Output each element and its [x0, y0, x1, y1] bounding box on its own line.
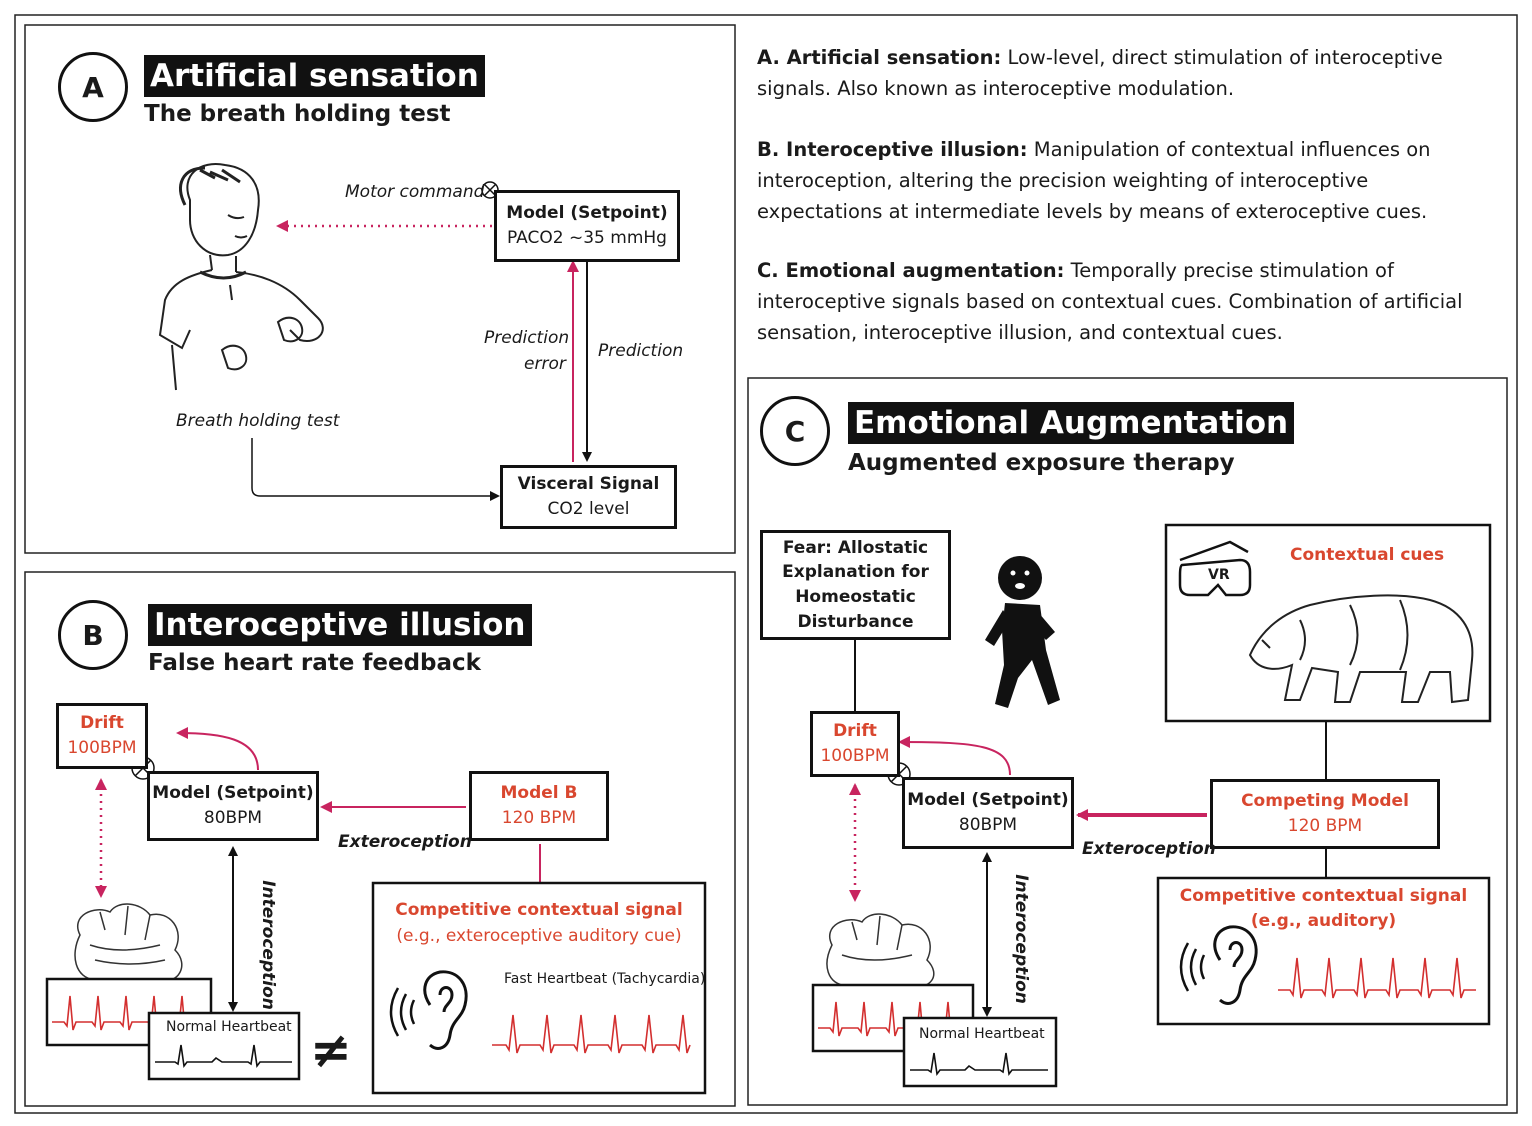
- ecg-trace-tachy-c: [1278, 957, 1476, 999]
- competing-title: Competing Model: [1241, 791, 1409, 812]
- panel-c-subtitle: Augmented exposure therapy: [848, 450, 1235, 476]
- breath-holding-arrow: [251, 438, 500, 501]
- panel-c-frame: [747, 377, 1508, 1106]
- bear-sketch-illustration: [1248, 594, 1474, 704]
- panel-b-letter: B: [58, 600, 128, 670]
- competitive-title-c: Competitive contextual signal: [1179, 886, 1468, 906]
- normal-heartbeat-label-b: Normal Heartbeat: [166, 1019, 292, 1035]
- not-equal-sign: ≠: [310, 1021, 352, 1079]
- model-value-c: 80BPM: [958, 815, 1018, 835]
- description-c-label: C. Emotional augmentation:: [757, 259, 1065, 282]
- motor-command-label: Motor command: [345, 182, 485, 202]
- model-b-title: Model B: [500, 783, 578, 804]
- panel-a-title: Artificial sensation: [144, 55, 485, 97]
- drift-box-c: Drift 100BPM: [810, 711, 900, 777]
- ear-icon-b: [423, 970, 468, 1050]
- panel-b-subtitle: False heart rate feedback: [148, 650, 481, 676]
- description-a-text: Low-level, direct stimulation of interoc…: [757, 46, 1443, 100]
- scared-face: [1010, 570, 1030, 589]
- drift-title-b: Drift: [80, 713, 124, 734]
- boy-sketch-illustration: [158, 163, 324, 391]
- panel-a-frame: [24, 24, 736, 554]
- fear-line-2: Explanation for: [782, 562, 929, 583]
- breath-holding-test-label: Breath holding test: [176, 411, 340, 431]
- description-b-label: B. Interoceptive illusion:: [757, 138, 1028, 161]
- ecg-trace-normal-b: [155, 1044, 292, 1069]
- prediction-error-label-2: error: [524, 354, 566, 374]
- visceral-signal-box: Visceral Signal CO2 level: [500, 465, 677, 529]
- drift-value-c: 100BPM: [820, 746, 890, 766]
- fear-box: Fear: Allostatic Explanation for Homeost…: [760, 530, 951, 640]
- model-setpoint-box-c: Model (Setpoint) 80BPM: [902, 777, 1074, 849]
- description-a: A. Artificial sensation: Low-level, dire…: [757, 42, 1497, 104]
- drift-arrow-b: [176, 727, 259, 771]
- ecg-trace-normal-c: [910, 1052, 1048, 1077]
- prediction-error-label-1: Prediction: [484, 328, 570, 348]
- model-title-b: Model (Setpoint): [152, 783, 314, 804]
- competitive-title-b: Competitive contextual signal: [395, 900, 683, 920]
- drift-title-c: Drift: [833, 721, 877, 742]
- description-c: C. Emotional augmentation: Temporally pr…: [757, 255, 1497, 348]
- ecg-trace-tachy-b: [492, 1014, 691, 1054]
- interoception-label-c: Interoception: [1011, 874, 1032, 1004]
- competitive-box-b: [371, 881, 707, 1095]
- panel-b-frame: [24, 571, 736, 1107]
- ecg-box-normal-c: [902, 1016, 1058, 1088]
- prediction-label: Prediction: [598, 341, 684, 361]
- fear-line-4: Disturbance: [797, 611, 914, 632]
- contextual-cues-box: [1164, 523, 1492, 723]
- contextual-cues-label: Contextual cues: [1290, 545, 1445, 565]
- fear-line-3: Homeostatic: [795, 587, 916, 607]
- sound-waves-icon-c: [1179, 942, 1206, 992]
- competing-value: 120 BPM: [1287, 816, 1363, 836]
- panel-c-letter: C: [760, 396, 830, 466]
- competing-model-box: Competing Model 120 BPM: [1210, 779, 1440, 849]
- description-b-text: Manipulation of contextual influences on…: [757, 138, 1431, 223]
- panel-c-title: Emotional Augmentation: [848, 402, 1295, 444]
- exteroception-label-c: Exteroception: [1082, 839, 1216, 859]
- model-value-b: 80BPM: [203, 808, 263, 828]
- panel-a-subtitle: The breath holding test: [144, 101, 451, 127]
- model-setpoint-box-a: Model (Setpoint) PACO2 ~35 mmHg: [494, 190, 680, 262]
- sound-waves-icon-b: [389, 987, 416, 1037]
- heart-sketch-c: [826, 913, 935, 988]
- drift-box-b: Drift 100BPM: [56, 703, 148, 769]
- model-b-value: 120 BPM: [501, 808, 577, 828]
- visceral-title: Visceral Signal: [517, 474, 660, 495]
- description-b: B. Interoceptive illusion: Manipulation …: [757, 134, 1497, 227]
- scared-person-icon: [985, 556, 1060, 708]
- description-a-label: A. Artificial sensation:: [757, 46, 1002, 69]
- ecg-box-normal-b: [147, 1011, 301, 1081]
- interoception-label-b: Interoception: [258, 880, 279, 1010]
- normal-heartbeat-label-c: Normal Heartbeat: [919, 1026, 1045, 1042]
- model-value-a: PACO2 ~35 mmHg: [507, 228, 667, 248]
- drift-arrow-c: [898, 736, 1011, 776]
- model-setpoint-box-b: Model (Setpoint) 80BPM: [147, 771, 319, 841]
- outer-frame: [14, 14, 1518, 1114]
- competitive-sub-b: (e.g., exteroceptive auditory cue): [396, 926, 682, 946]
- ear-icon-c: [1213, 925, 1258, 1005]
- model-title-a: Model (Setpoint): [506, 203, 668, 224]
- competitive-sub-c: (e.g., auditory): [1250, 911, 1397, 931]
- vr-headset-icon: [1178, 540, 1252, 597]
- visceral-value: CO2 level: [547, 499, 630, 519]
- model-title-c: Model (Setpoint): [907, 790, 1069, 811]
- panel-a-letter: A: [58, 52, 128, 122]
- competitive-box-c: [1156, 876, 1491, 1026]
- description-c-text: Temporally precise stimulation of intero…: [757, 259, 1463, 344]
- drift-value-b: 100BPM: [67, 738, 137, 758]
- heart-sketch-b: [74, 903, 183, 982]
- panel-b-title: Interoceptive illusion: [148, 604, 532, 646]
- fear-line-1: Fear: Allostatic: [782, 537, 929, 558]
- fast-heartbeat-label: Fast Heartbeat (Tachycardia): [504, 971, 706, 987]
- model-b-box: Model B 120 BPM: [469, 771, 609, 841]
- exteroception-label-b: Exteroception: [338, 832, 472, 852]
- vr-label: VR: [1208, 567, 1230, 583]
